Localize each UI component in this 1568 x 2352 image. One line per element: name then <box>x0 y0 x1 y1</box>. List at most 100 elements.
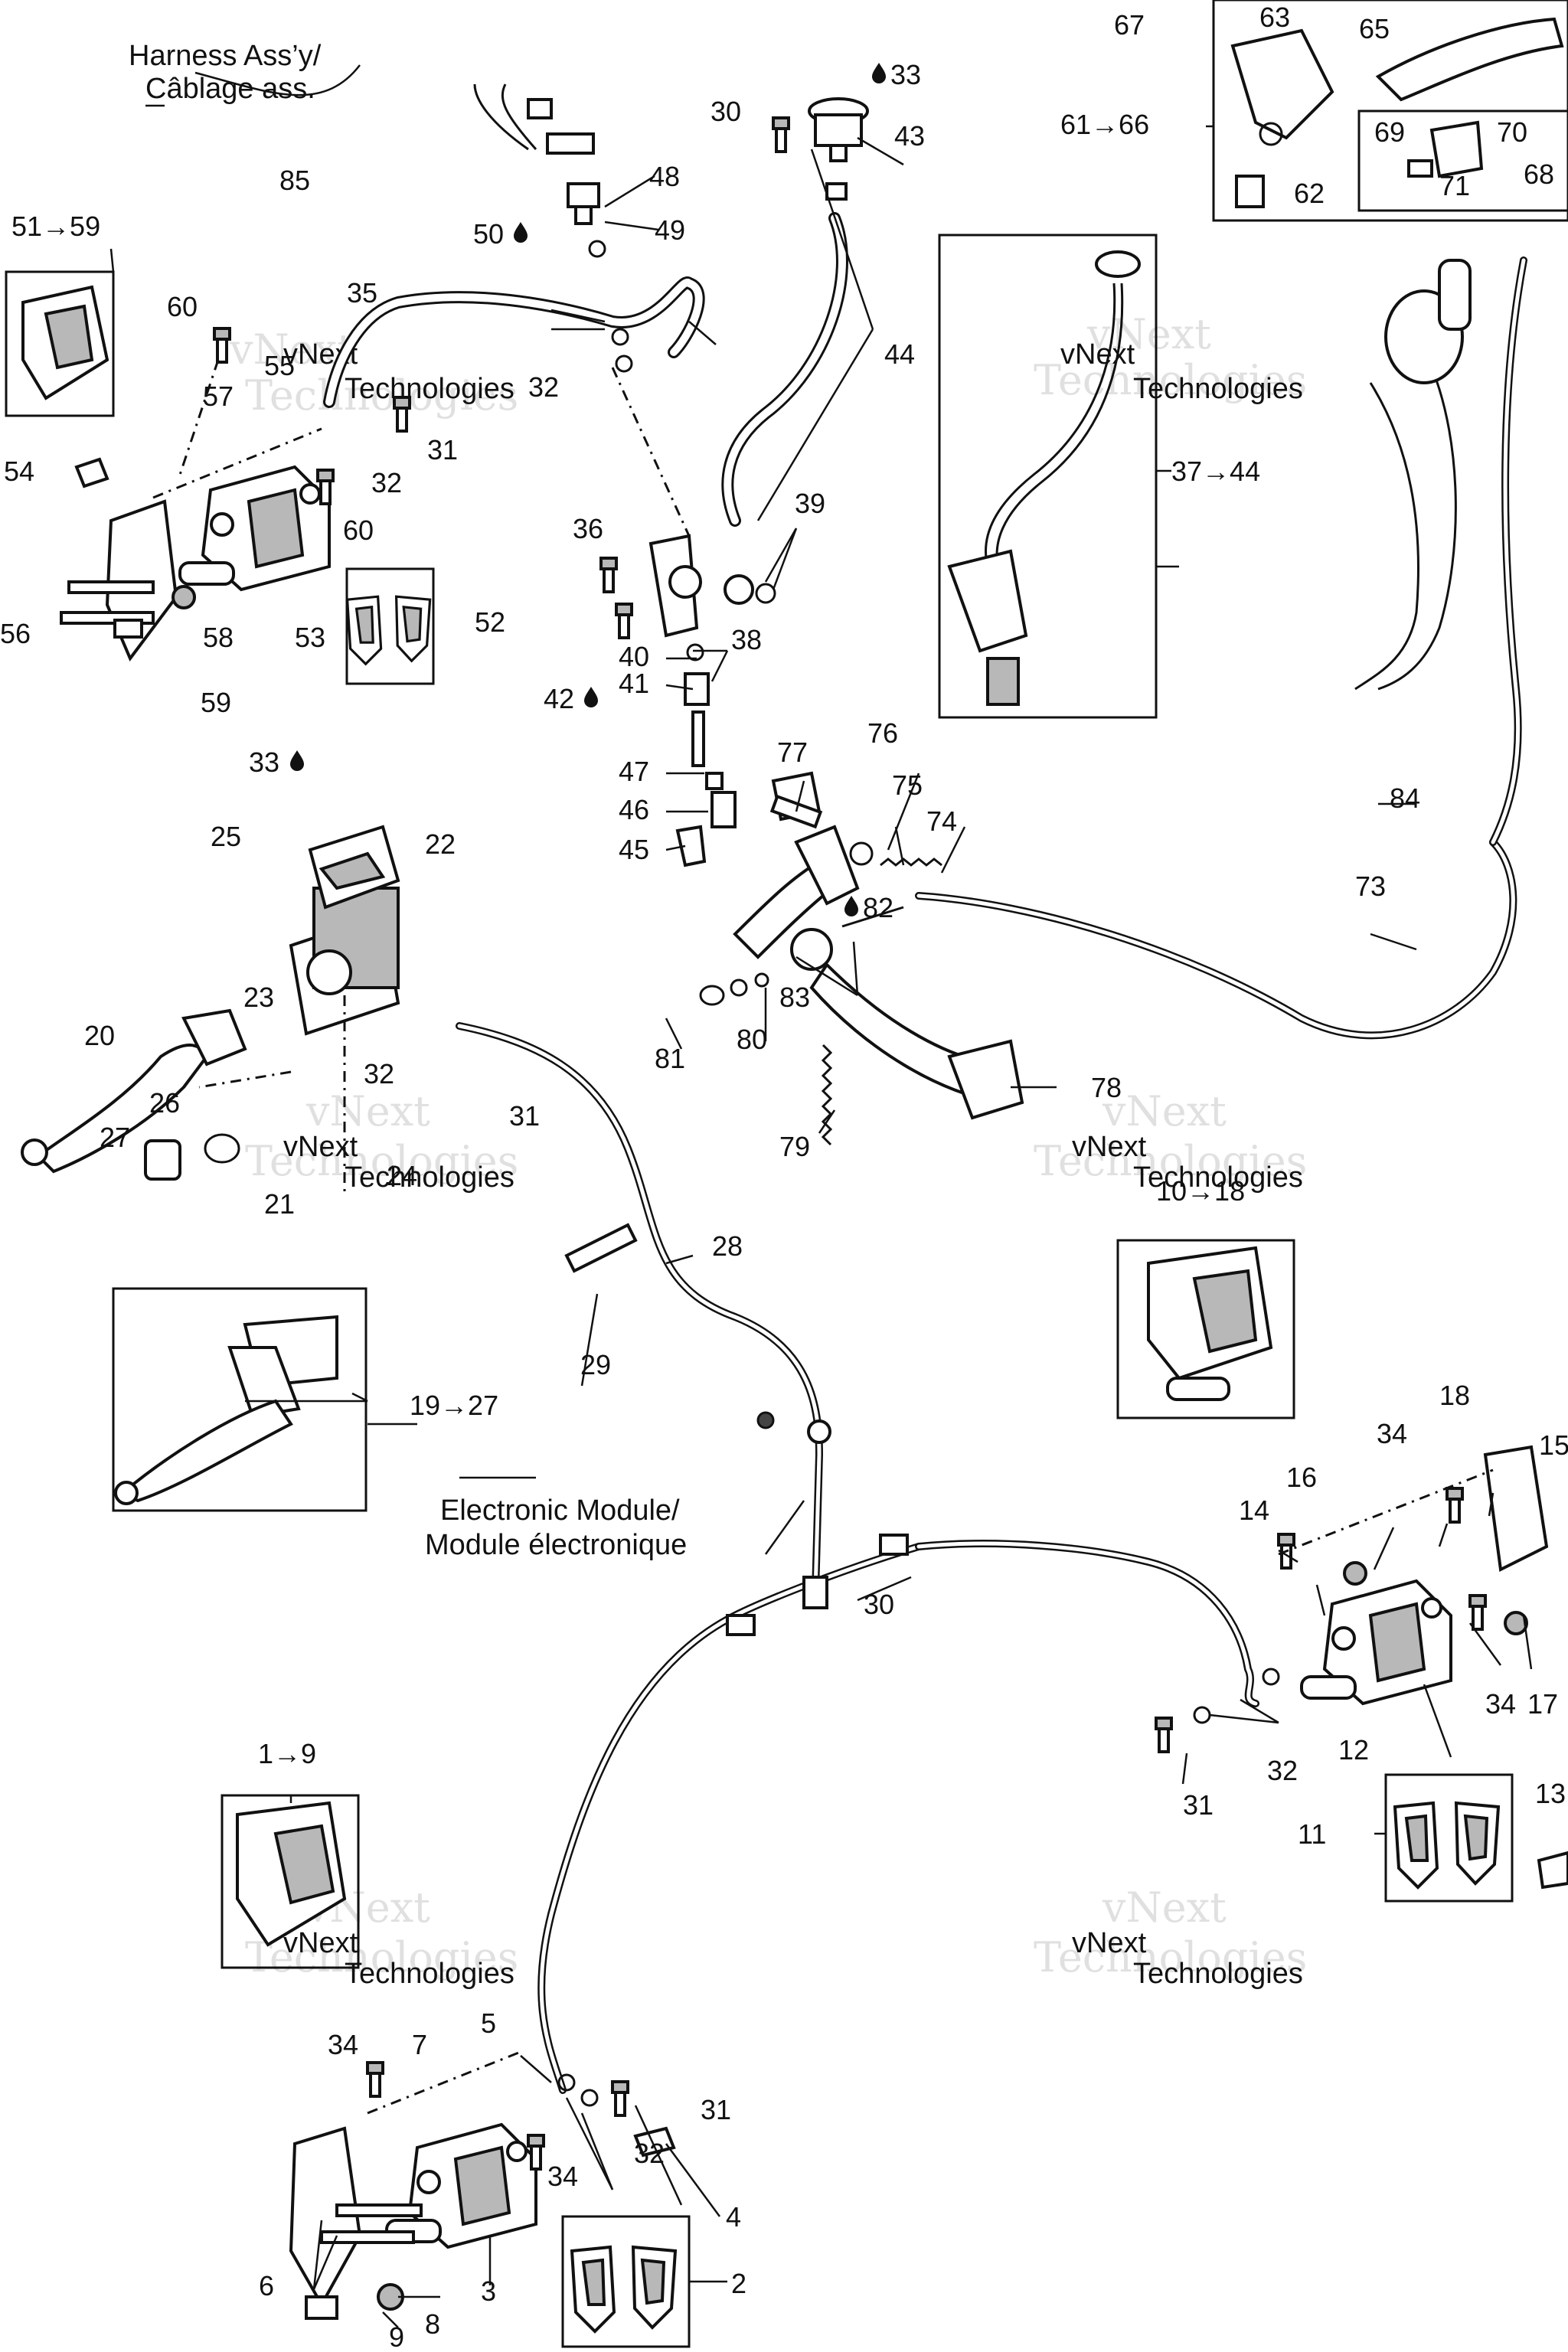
callout-6: 6 <box>259 2270 274 2301</box>
callout-73: 73 <box>1355 871 1386 902</box>
callout-77: 77 <box>777 737 808 768</box>
callout-32: 32 <box>371 467 402 498</box>
callout-34: 34 <box>547 2161 578 2192</box>
lower-left-caliper <box>289 2050 676 2320</box>
callout-27: 27 <box>100 1122 130 1153</box>
callout-15: 15 <box>1539 1429 1568 1461</box>
callout-37-44: 37→44 <box>1171 456 1260 487</box>
callout-36: 36 <box>573 513 603 544</box>
watermark-line1: vNext <box>1102 1087 1227 1135</box>
callout-20: 20 <box>84 1020 115 1051</box>
callout-25: 25 <box>211 821 241 852</box>
watermark-line2: Technologies <box>245 1933 518 1981</box>
watermark-line2: Technologies <box>1034 1137 1307 1185</box>
drop-icon <box>514 222 528 243</box>
harness-note-line1: Harness Ass’y/ <box>129 40 322 72</box>
callout-61-66: 61→66 <box>1060 109 1149 140</box>
watermark-line2: Technologies <box>1034 1933 1307 1981</box>
callout-70: 70 <box>1497 116 1527 148</box>
callout-74: 74 <box>926 805 957 837</box>
master-cylinder-kit-box <box>112 1287 368 1512</box>
watermark-text: vNext <box>1072 1927 1147 1959</box>
callout-65: 65 <box>1359 13 1390 44</box>
callout-1-9: 1→9 <box>258 1738 316 1769</box>
watermark-text: Technologies <box>345 373 514 405</box>
callout-31: 31 <box>701 2094 731 2125</box>
module-clips <box>726 1411 909 1636</box>
callout-83: 83 <box>779 982 810 1013</box>
callout-33-top: 33 <box>872 59 921 90</box>
callout-51-59: 51→59 <box>11 211 100 242</box>
module-note-line2: Module électronique <box>425 1529 687 1561</box>
callout-60: 60 <box>167 291 198 322</box>
callout-82-number: 82 <box>863 892 893 923</box>
drop-icon <box>844 896 858 916</box>
drop-icon <box>872 63 886 83</box>
hand-lever-box <box>1212 0 1568 222</box>
callout-16: 16 <box>1286 1462 1317 1493</box>
callout-23: 23 <box>243 982 274 1013</box>
callout-29: 29 <box>580 1349 611 1380</box>
pad-box-52 <box>345 567 435 685</box>
callout-30: 30 <box>710 96 741 127</box>
callout-44: 44 <box>884 338 915 370</box>
callout-18: 18 <box>1439 1380 1470 1411</box>
callout-33: 33 <box>890 59 921 90</box>
caliper-kit-box-1-9 <box>220 1794 360 1969</box>
callout-84: 84 <box>1390 782 1420 814</box>
drop-icon <box>290 750 304 771</box>
callout-80: 80 <box>737 1024 767 1055</box>
pad-box-11 <box>1384 1773 1514 1903</box>
callout-32: 32 <box>528 371 559 403</box>
callout-12: 12 <box>1338 1734 1369 1766</box>
callout-42-number: 42 <box>544 683 574 714</box>
callout-43: 43 <box>894 120 925 152</box>
callout-60: 60 <box>343 514 374 546</box>
callout-26: 26 <box>149 1087 180 1119</box>
callout-68: 68 <box>1524 158 1554 190</box>
front-master-cylinder <box>21 825 400 1194</box>
callout-32: 32 <box>1267 1755 1298 1786</box>
callout-48: 48 <box>649 161 680 192</box>
callout-5: 5 <box>481 2007 496 2039</box>
watermark-text: vNext <box>283 1131 358 1163</box>
callout-81: 81 <box>655 1043 685 1074</box>
watermark-line1: vNext <box>1086 310 1211 358</box>
callout-32: 32 <box>364 1058 394 1089</box>
watermark-text: Technologies <box>345 1161 514 1194</box>
watermark-line2: Technologies <box>1034 356 1307 404</box>
watermark-text: vNext <box>283 1927 358 1959</box>
caliper-kit-box-10-18 <box>1116 1239 1295 1419</box>
callout-79: 79 <box>779 1131 810 1162</box>
watermark-line2: Technologies <box>245 371 518 420</box>
callout-4: 4 <box>726 2201 741 2233</box>
callout-53: 53 <box>295 622 325 653</box>
callout-33-number: 33 <box>249 746 279 778</box>
callout-34: 34 <box>1377 1418 1407 1449</box>
callout-78: 78 <box>1091 1072 1122 1103</box>
callout-32: 32 <box>634 2138 665 2169</box>
callout-31: 31 <box>1183 1789 1214 1821</box>
callout-41: 41 <box>619 668 649 699</box>
callout-50-number: 50 <box>473 218 504 250</box>
callout-40: 40 <box>619 641 649 672</box>
callout-35: 35 <box>347 277 377 309</box>
callout-30: 30 <box>864 1589 894 1620</box>
callout-2: 2 <box>731 2268 746 2299</box>
center-junction <box>567 182 776 867</box>
drop-icon <box>584 687 598 707</box>
callout-38: 38 <box>731 624 762 655</box>
callout-42: 42 <box>544 683 598 714</box>
callout-14: 14 <box>1239 1494 1269 1526</box>
watermark-small: vNext Technologies vNext Technologies vN… <box>283 338 1303 1990</box>
callout-85: 85 <box>279 165 310 196</box>
callout-52: 52 <box>475 606 505 638</box>
callout-34: 34 <box>1485 1688 1516 1720</box>
watermark-line2: Technologies <box>245 1137 518 1185</box>
callout-82: 82 <box>844 892 893 923</box>
callout-55: 55 <box>264 350 295 381</box>
watermark-text: Technologies <box>1133 1958 1303 1990</box>
callout-57: 57 <box>203 381 234 412</box>
callout-17: 17 <box>1527 1688 1558 1720</box>
